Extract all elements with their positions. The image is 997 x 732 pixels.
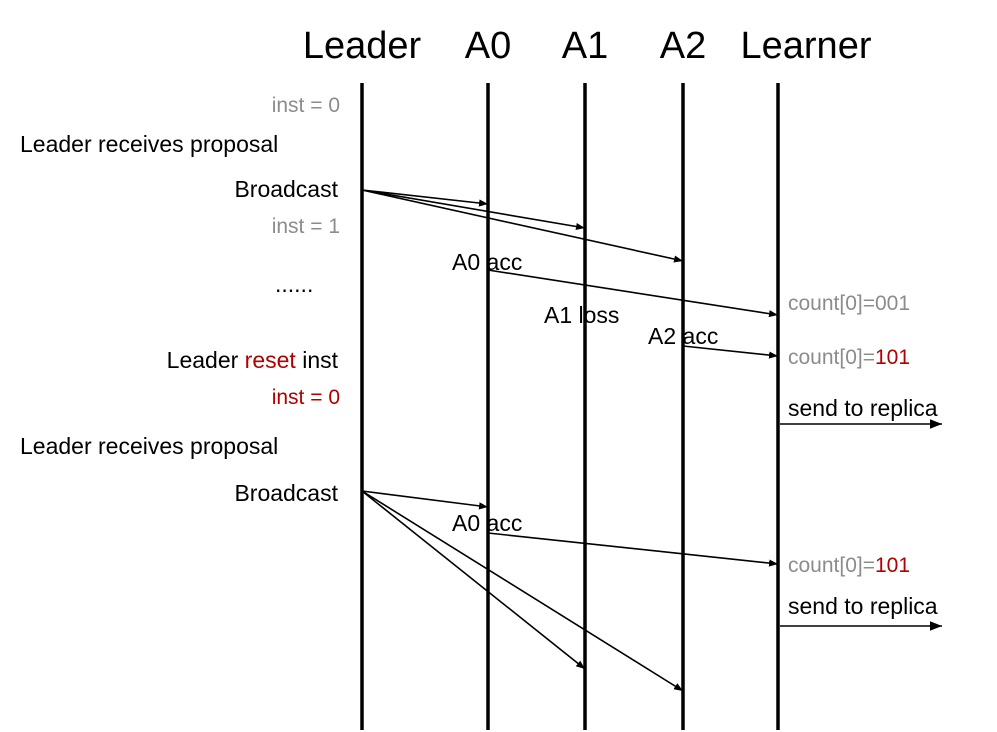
message-leader-to-a2 [361, 189, 684, 263]
send-to-replica-label: send to replica [788, 395, 938, 421]
message-leader-to-a0-round2 [361, 490, 489, 510]
message-a2-to-learner [682, 345, 779, 359]
message-a0-to-learner-round2 [487, 532, 779, 567]
a1-loss-label: A1 loss [544, 302, 619, 328]
leader-receives-proposal-label: Leader receives proposal [20, 131, 278, 157]
message-leader-to-a2-round2 [361, 490, 684, 692]
a0-accept-label-2: A0 acc [452, 510, 522, 536]
count-value-3: 101 [875, 554, 910, 577]
count-label-2: count[0]=101 [788, 346, 910, 369]
ellipsis-label: ...... [275, 271, 313, 297]
broadcast-label-2: Broadcast [234, 480, 338, 506]
message-leader-to-a1 [361, 189, 586, 231]
count-value-2: 101 [875, 346, 910, 369]
inst-one-label: inst = 1 [272, 215, 340, 238]
participant-a1: A1 [562, 25, 608, 67]
broadcast-label: Broadcast [234, 176, 338, 202]
message-a0-to-learner [487, 269, 779, 318]
a0-accept-label: A0 acc [452, 249, 522, 275]
count-label-3: count[0]=101 [788, 554, 910, 577]
message-leader-to-a1-round2 [361, 490, 586, 670]
reset-keyword: reset [245, 347, 297, 373]
participant-a2: A2 [660, 25, 706, 67]
participant-leader: Leader [303, 25, 422, 67]
leader-reset-inst-label: Leader reset inst [167, 347, 339, 373]
count-label-1: count[0]=001 [788, 292, 910, 315]
a2-accept-label: A2 acc [648, 323, 718, 349]
inst-reset-label: inst = 0 [272, 386, 340, 409]
participant-learner: Learner [741, 25, 872, 67]
send-to-replica-label-2: send to replica [788, 593, 938, 619]
message-leader-to-a0 [361, 189, 489, 207]
participant-a0: A0 [465, 25, 511, 67]
inst-zero-label: inst = 0 [272, 94, 340, 117]
leader-receives-proposal-label-2: Leader receives proposal [20, 433, 278, 459]
